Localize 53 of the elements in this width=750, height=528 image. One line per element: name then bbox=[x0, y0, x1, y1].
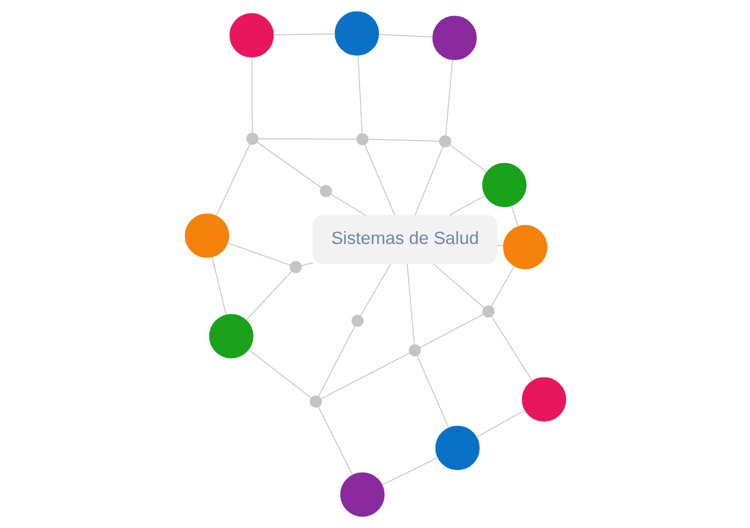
node-circle bbox=[432, 16, 476, 60]
connector bbox=[406, 263, 414, 346]
connector bbox=[381, 457, 438, 486]
node-circle bbox=[340, 472, 384, 517]
node-box: Sistemas de Salud bbox=[312, 214, 497, 264]
connector bbox=[444, 59, 453, 136]
node-circle bbox=[319, 185, 332, 198]
connector bbox=[357, 54, 362, 134]
connector bbox=[317, 325, 355, 397]
connector bbox=[248, 349, 312, 398]
connector bbox=[256, 142, 322, 188]
node-circle bbox=[434, 426, 480, 470]
connector bbox=[330, 194, 366, 216]
node-circle bbox=[482, 305, 494, 318]
connector bbox=[250, 56, 252, 134]
connector bbox=[490, 316, 532, 382]
node-circle bbox=[438, 135, 451, 148]
connector bbox=[378, 34, 433, 38]
connector bbox=[226, 242, 290, 266]
connector bbox=[215, 144, 250, 216]
connector bbox=[418, 314, 484, 348]
node-circle bbox=[521, 377, 566, 422]
connector bbox=[367, 138, 440, 142]
node-circle bbox=[334, 11, 379, 56]
connector bbox=[360, 264, 391, 316]
connector bbox=[257, 138, 357, 140]
connector bbox=[272, 33, 336, 36]
node-circle bbox=[350, 314, 364, 327]
connector bbox=[496, 244, 504, 246]
connector bbox=[320, 352, 410, 400]
node-circle bbox=[289, 261, 302, 274]
connector bbox=[448, 144, 487, 172]
connector bbox=[300, 262, 313, 266]
connector bbox=[317, 406, 353, 476]
node-circle bbox=[309, 396, 322, 408]
node-circle bbox=[228, 13, 274, 58]
connector bbox=[245, 270, 292, 321]
connector bbox=[416, 355, 449, 428]
node-circle bbox=[408, 344, 420, 356]
connector bbox=[364, 144, 395, 216]
connector bbox=[211, 256, 226, 316]
node-circle bbox=[208, 314, 253, 358]
node-circle bbox=[246, 132, 258, 145]
connector bbox=[490, 266, 514, 307]
connector bbox=[476, 410, 525, 438]
node-circle bbox=[356, 133, 368, 146]
connector bbox=[432, 263, 484, 308]
node-circle bbox=[482, 162, 526, 208]
node-circle bbox=[184, 213, 229, 258]
connector bbox=[510, 205, 518, 227]
connector bbox=[448, 195, 486, 216]
node-circle bbox=[502, 224, 547, 270]
connector bbox=[414, 146, 443, 216]
